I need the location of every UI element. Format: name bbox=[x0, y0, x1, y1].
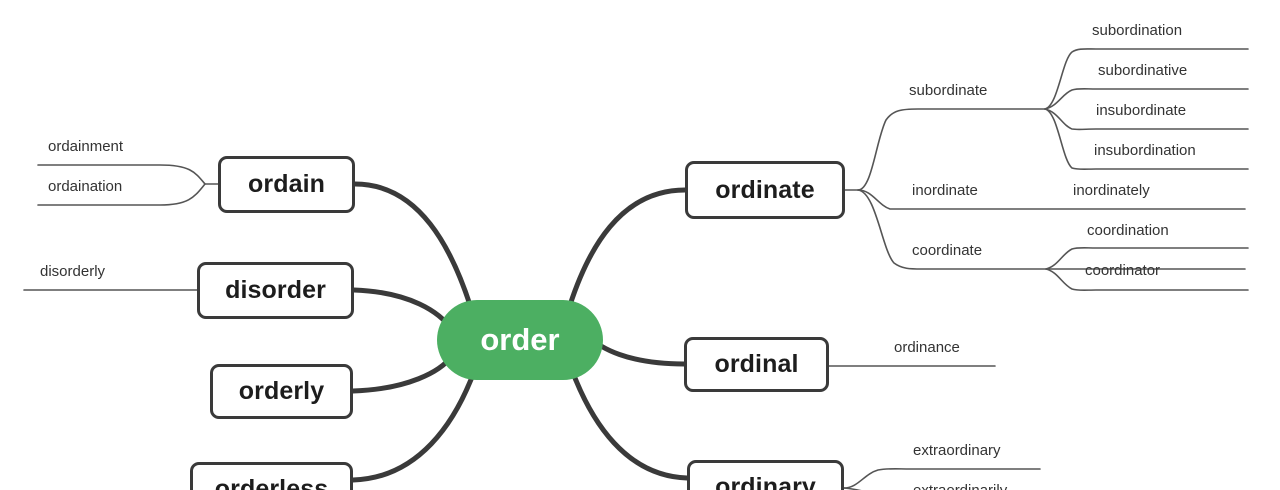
node-orderly[interactable]: orderly bbox=[210, 364, 353, 419]
leaf-ordinance-label: ordinance bbox=[894, 339, 960, 356]
leaf-coordination-label: coordination bbox=[1087, 222, 1169, 239]
leaf-inordinately[interactable]: inordinately bbox=[1073, 182, 1150, 199]
edge-ordain-ordainment bbox=[37, 164, 206, 185]
edge-ordain-ordaination bbox=[37, 183, 206, 206]
leaf-ordainment[interactable]: ordainment bbox=[48, 138, 123, 155]
leaf-ordaination-label: ordaination bbox=[48, 178, 123, 195]
leaf-inordinately-label: inordinately bbox=[1073, 182, 1150, 199]
edge-coord-coordinator bbox=[1045, 268, 1249, 292]
leaf-subordinative-label: subordinative bbox=[1098, 62, 1188, 79]
leaf-coordinator[interactable]: coordinator bbox=[1085, 262, 1160, 279]
root-node-order[interactable]: order bbox=[437, 300, 603, 380]
leaf-subordinative[interactable]: subordinative bbox=[1098, 62, 1187, 79]
node-ordinary[interactable]: ordinary bbox=[687, 460, 844, 490]
thick-branch-edges bbox=[350, 181, 690, 483]
leaf-coordination[interactable]: coordination bbox=[1087, 222, 1169, 239]
leaf-insubordinate-label: insubordinate bbox=[1096, 102, 1187, 119]
leaf-insubordination[interactable]: insubordination bbox=[1094, 142, 1196, 159]
node-disorder[interactable]: disorder bbox=[197, 262, 354, 319]
leaf-extraordinarily[interactable]: extraordinarily bbox=[913, 482, 1007, 490]
leaf-subordinate[interactable]: subordinate bbox=[909, 82, 987, 99]
node-ordinal-label: ordinal bbox=[714, 350, 799, 378]
leaf-insubordination-label: insubordination bbox=[1094, 142, 1196, 159]
node-ordain[interactable]: ordain bbox=[218, 156, 355, 213]
edge-sub-subordination bbox=[1044, 48, 1249, 110]
node-ordinate-label: ordinate bbox=[715, 175, 815, 204]
leaf-extraordinarily-label: extraordinarily bbox=[913, 482, 1007, 490]
node-ordinate[interactable]: ordinate bbox=[685, 161, 845, 219]
leaf-subordination[interactable]: subordination bbox=[1092, 22, 1182, 39]
node-ordinal[interactable]: ordinal bbox=[684, 337, 829, 392]
edge-root-to-ordinate bbox=[567, 187, 688, 308]
leaf-inordinate-label: inordinate bbox=[912, 182, 978, 199]
node-ordinary-label: ordinary bbox=[715, 473, 816, 490]
edge-root-to-disorder bbox=[351, 287, 455, 333]
node-disorder-label: disorder bbox=[225, 276, 326, 304]
leaf-inordinate[interactable]: inordinate bbox=[912, 182, 978, 199]
leaf-insubordinate[interactable]: insubordinate bbox=[1096, 102, 1186, 119]
leaf-disorderly[interactable]: disorderly bbox=[40, 263, 105, 280]
edge-ordinary-extraordinarily bbox=[843, 487, 862, 490]
node-orderly-label: orderly bbox=[238, 377, 325, 405]
edge-root-to-ordain bbox=[352, 181, 473, 308]
node-ordain-label: ordain bbox=[248, 170, 325, 198]
edge-sub-insubordinate bbox=[1044, 108, 1249, 131]
leaf-ordaination[interactable]: ordaination bbox=[48, 178, 122, 195]
leaf-disorderly-label: disorderly bbox=[40, 263, 106, 280]
edge-sub-subordinative bbox=[1044, 87, 1249, 110]
leaf-ordainment-label: ordainment bbox=[48, 138, 124, 155]
leaf-extraordinary[interactable]: extraordinary bbox=[913, 442, 1001, 459]
edge-root-to-ordinary bbox=[572, 375, 690, 481]
leaf-coordinate-label: coordinate bbox=[912, 242, 983, 259]
leaf-coordinator-label: coordinator bbox=[1085, 262, 1161, 279]
leaf-subordinate-label: subordinate bbox=[909, 82, 988, 99]
leaf-coordinate[interactable]: coordinate bbox=[912, 242, 982, 259]
leaf-subordination-label: subordination bbox=[1092, 22, 1183, 39]
node-orderless[interactable]: orderless bbox=[190, 462, 353, 490]
root-node-label: order bbox=[480, 322, 560, 357]
edge-coord-coordination bbox=[1045, 246, 1249, 270]
leaf-extraordinary-label: extraordinary bbox=[913, 442, 1001, 459]
edge-ordinate-inordinate bbox=[857, 189, 1246, 210]
edge-root-to-orderless bbox=[350, 374, 475, 483]
leaf-ordinance[interactable]: ordinance bbox=[894, 339, 960, 356]
edge-root-to-orderly bbox=[350, 353, 455, 394]
edge-ordinate-subordinate bbox=[857, 108, 1046, 191]
edge-sub-insubordination bbox=[1044, 108, 1249, 171]
thin-leaf-edges bbox=[23, 48, 1249, 490]
edge-ordinary-extraordinary bbox=[843, 467, 1041, 489]
edge-ordinate-coordinate bbox=[857, 189, 1246, 270]
node-orderless-label: orderless bbox=[214, 475, 329, 490]
